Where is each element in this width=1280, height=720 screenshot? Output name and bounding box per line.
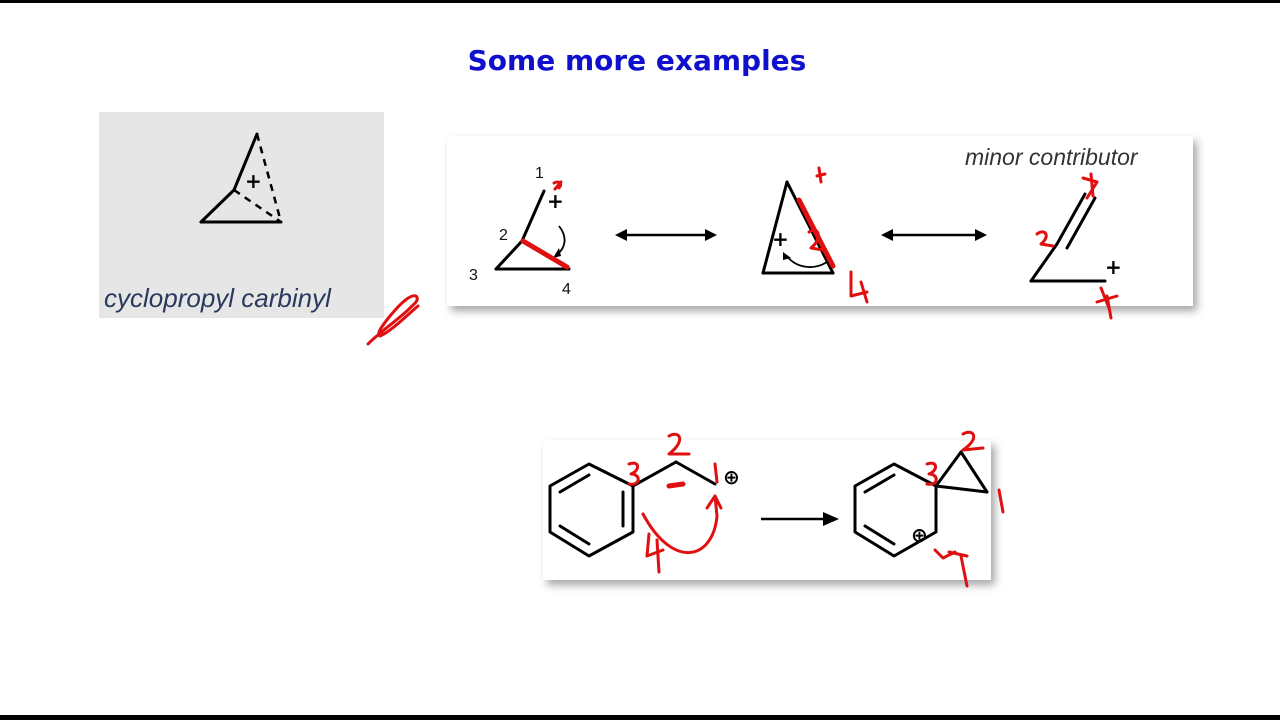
charge-circle-plus-1: ⊕ <box>723 465 740 489</box>
cyclopropyl-structure: + <box>199 132 283 224</box>
charge-plus-2: + <box>772 227 789 251</box>
minor-contributor-label: minor contributor <box>965 144 1138 170</box>
atom-label-2: 2 <box>499 227 508 244</box>
rearrangement-structures: ⊕ ⊕ <box>548 430 1005 588</box>
slide-title: Some more examples <box>467 44 807 77</box>
charge-plus-1: + <box>547 189 564 213</box>
carbocation-plus: + <box>245 169 262 193</box>
atom-label-1: 1 <box>535 165 544 182</box>
charge-plus-3: + <box>1105 255 1122 279</box>
cyclopropyl-card: + cyclopropyl carbinyl <box>99 112 384 318</box>
atom-label-3: 3 <box>469 267 478 284</box>
cyclopropyl-caption: cyclopropyl carbinyl <box>104 283 331 313</box>
atom-label-4: 4 <box>562 281 571 298</box>
top-border <box>0 0 1280 3</box>
charge-circle-plus-2: ⊕ <box>911 523 928 547</box>
bottom-border <box>0 715 1280 720</box>
resonance-panel: minor contributor 1 2 3 4 + + <box>447 136 1193 320</box>
resonance-structures: 1 2 3 4 + + + <box>469 165 1122 320</box>
rearrangement-panel: ⊕ ⊕ <box>543 430 1005 588</box>
ink-scribble-left <box>366 294 420 346</box>
